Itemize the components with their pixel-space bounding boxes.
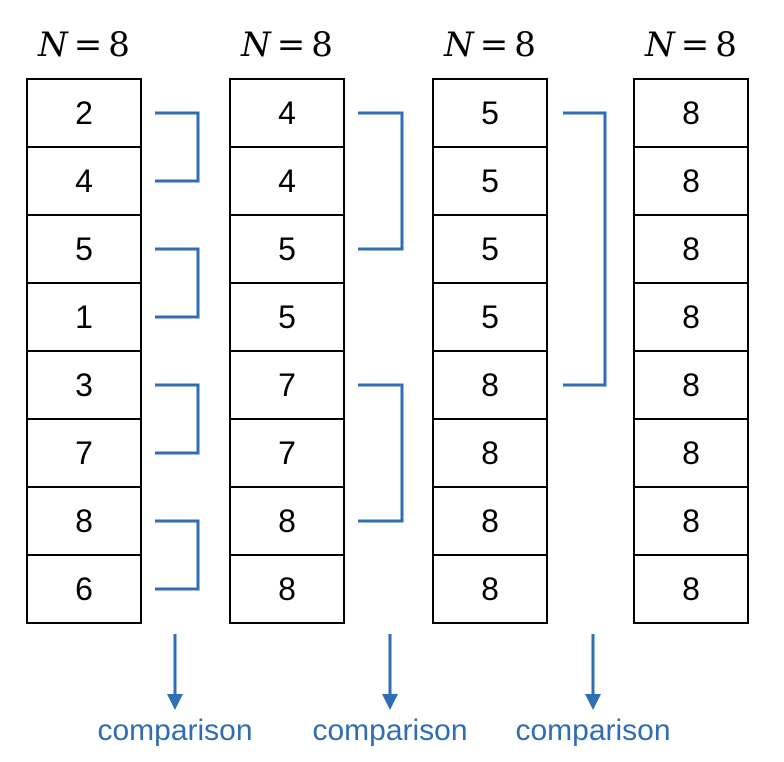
array-cell-value: 1 bbox=[75, 299, 93, 335]
arrowhead-icon bbox=[585, 694, 601, 710]
comparison-bracket bbox=[155, 383, 200, 455]
array-cell-value: 8 bbox=[682, 163, 700, 199]
comparison-bracket bbox=[358, 383, 404, 523]
comparison-bracket bbox=[155, 519, 200, 591]
header-value: 8 bbox=[108, 25, 130, 65]
arrowhead-icon bbox=[382, 694, 398, 710]
array-cell-value: 5 bbox=[481, 231, 499, 267]
array-cell-value: 8 bbox=[481, 367, 499, 403]
array-cell bbox=[633, 418, 749, 488]
array-cell bbox=[26, 78, 142, 148]
array-cell-value: 8 bbox=[481, 571, 499, 607]
array-cell bbox=[26, 418, 142, 488]
array-cell bbox=[432, 214, 548, 284]
array-cell bbox=[229, 282, 345, 352]
array-cell bbox=[633, 146, 749, 216]
array-cell bbox=[633, 486, 749, 556]
array-cell bbox=[26, 282, 142, 352]
array-cell-value: 8 bbox=[75, 503, 93, 539]
comparison-bracket bbox=[155, 247, 200, 319]
header-equals: = bbox=[681, 25, 710, 65]
array-cell-value: 7 bbox=[75, 435, 93, 471]
array-cell-value: 3 bbox=[75, 367, 93, 403]
column-header-3: N=8 bbox=[443, 25, 536, 65]
array-cell-value: 4 bbox=[278, 95, 296, 131]
array-cell-value: 8 bbox=[682, 571, 700, 607]
array-cell bbox=[432, 554, 548, 624]
array-cell bbox=[26, 146, 142, 216]
array-cell-value: 8 bbox=[278, 503, 296, 539]
array-cell-value: 8 bbox=[682, 231, 700, 267]
header-value: 8 bbox=[514, 25, 536, 65]
array-cell bbox=[229, 418, 345, 488]
array-cell bbox=[633, 214, 749, 284]
array-cell-value: 5 bbox=[278, 231, 296, 267]
array-cell-value: 4 bbox=[75, 163, 93, 199]
column-header-2: N=8 bbox=[240, 25, 333, 65]
array-cell-value: 8 bbox=[682, 435, 700, 471]
header-value: 8 bbox=[715, 25, 737, 65]
array-cell bbox=[432, 418, 548, 488]
array-cell bbox=[633, 350, 749, 420]
array-cell bbox=[633, 282, 749, 352]
array-cell-value: 5 bbox=[481, 163, 499, 199]
array-cell-value: 2 bbox=[75, 95, 93, 131]
array-cell-value: 5 bbox=[75, 231, 93, 267]
header-equals: = bbox=[277, 25, 306, 65]
arrowhead-icon bbox=[167, 694, 183, 710]
array-cell bbox=[432, 146, 548, 216]
array-cell bbox=[432, 78, 548, 148]
array-cell-value: 8 bbox=[481, 503, 499, 539]
comparison-bracket bbox=[358, 111, 404, 251]
header-equals: = bbox=[74, 25, 103, 65]
array-cell bbox=[229, 554, 345, 624]
comparison-label: comparison bbox=[97, 714, 252, 747]
comparison-label: comparison bbox=[312, 714, 467, 747]
array-cell bbox=[432, 282, 548, 352]
header-n-symbol: N bbox=[240, 25, 272, 65]
column-header-4: N=8 bbox=[644, 25, 737, 65]
comparison-bracket bbox=[563, 111, 607, 387]
array-cell-value: 8 bbox=[682, 299, 700, 335]
comparison-label: comparison bbox=[515, 714, 670, 747]
array-cell bbox=[229, 214, 345, 284]
array-cell bbox=[229, 146, 345, 216]
array-cell-value: 8 bbox=[481, 435, 499, 471]
array-cell-value: 8 bbox=[682, 367, 700, 403]
array-cell-value: 5 bbox=[481, 299, 499, 335]
header-n-symbol: N bbox=[644, 25, 676, 65]
array-cell-value: 8 bbox=[278, 571, 296, 607]
array-cell-value: 5 bbox=[278, 299, 296, 335]
array-cell-value: 7 bbox=[278, 435, 296, 471]
array-cell-value: 7 bbox=[278, 367, 296, 403]
header-value: 8 bbox=[311, 25, 333, 65]
array-cell bbox=[432, 350, 548, 420]
array-cell-value: 5 bbox=[481, 95, 499, 131]
header-equals: = bbox=[480, 25, 509, 65]
array-cell-value: 4 bbox=[278, 163, 296, 199]
header-n-symbol: N bbox=[37, 25, 69, 65]
array-cell bbox=[26, 554, 142, 624]
array-cell bbox=[633, 554, 749, 624]
comparison-bracket bbox=[155, 111, 200, 183]
array-cell-value: 8 bbox=[682, 503, 700, 539]
array-cell-value: 6 bbox=[75, 571, 93, 607]
column-header-1: N=8 bbox=[37, 25, 130, 65]
array-cell bbox=[432, 486, 548, 556]
header-n-symbol: N bbox=[443, 25, 475, 65]
array-cell-value: 8 bbox=[682, 95, 700, 131]
